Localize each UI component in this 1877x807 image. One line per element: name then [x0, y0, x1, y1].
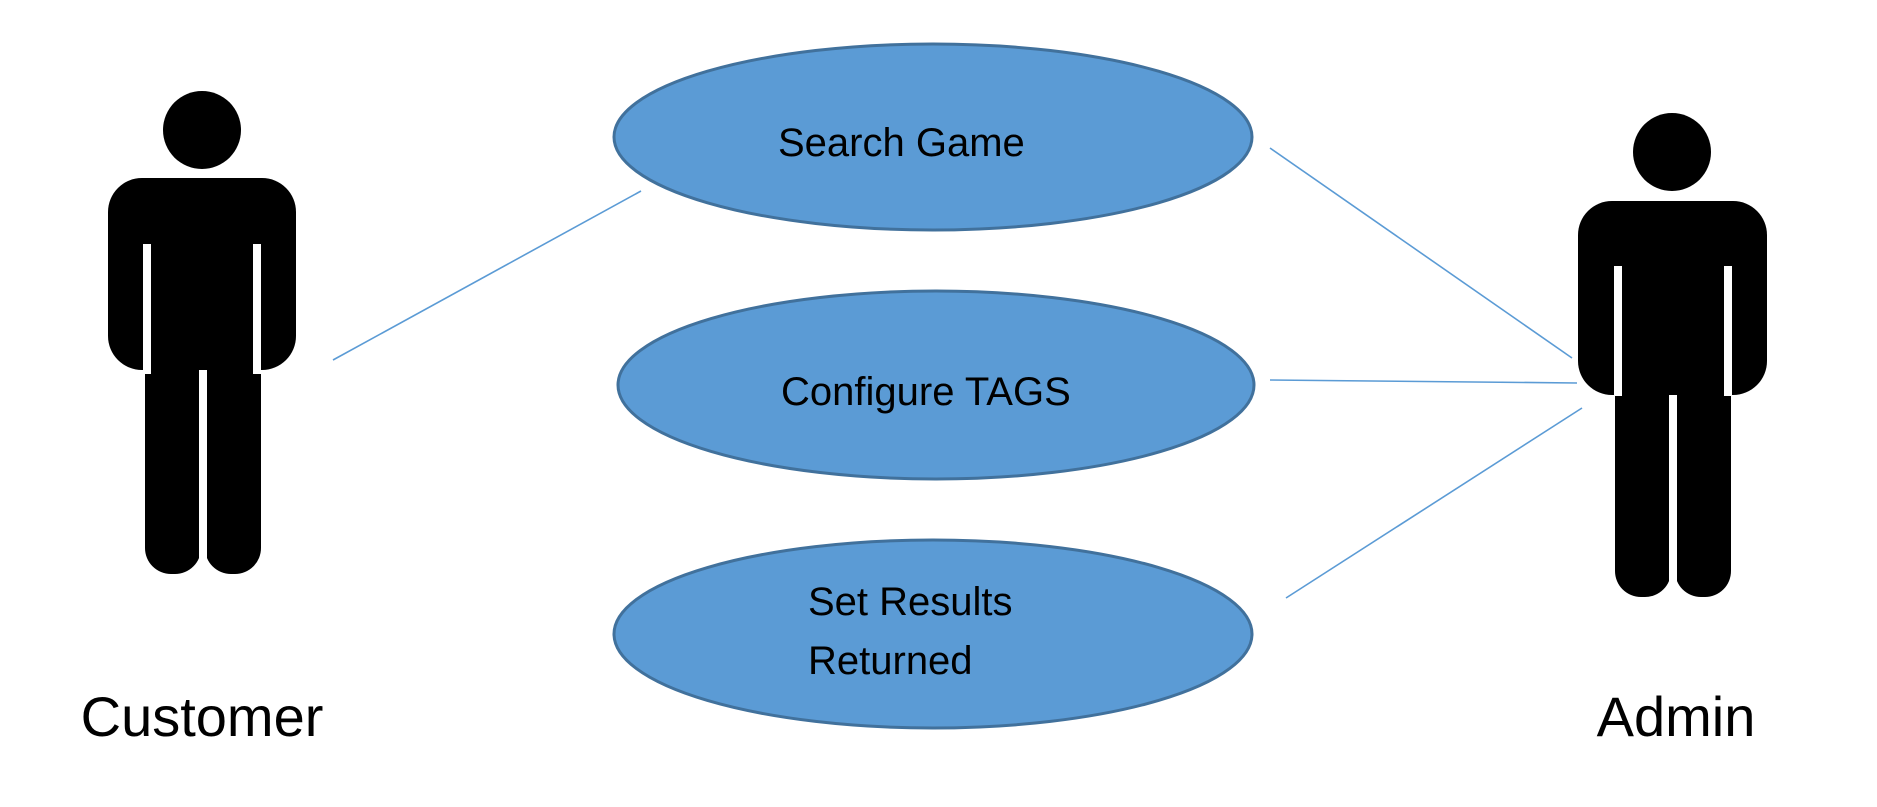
use-case-ellipse: [612, 42, 1254, 232]
actor-name: Admin: [1597, 685, 1756, 748]
association-customer-search-game: [332, 190, 642, 361]
associations: [332, 147, 1583, 599]
actor-admin: Admin: [1578, 113, 1767, 748]
association-admin-set-results: [1285, 407, 1583, 599]
actor-name: Customer: [81, 685, 324, 748]
association-admin-search-game: [1269, 147, 1573, 359]
stick-figure-icon: [108, 91, 296, 574]
stick-figure-icon: [1578, 113, 1767, 597]
association-admin-configure-tags: [1269, 379, 1578, 384]
actor-customer: Customer: [81, 91, 324, 748]
use-case-configure-tags[interactable]: Configure TAGS: [616, 289, 1256, 481]
use-case-label: Search Game: [778, 121, 1025, 165]
use-case-ellipse: [612, 538, 1254, 730]
use-case-set-results-returned[interactable]: Set Results Returned: [612, 538, 1254, 730]
use-case-search-game[interactable]: Search Game: [612, 42, 1254, 232]
use-case-label: Configure TAGS: [781, 370, 1071, 414]
use-case-ellipse: [616, 289, 1256, 481]
use-case-label-line-1: Set Results: [808, 580, 1013, 624]
use-case-label-line-2: Returned: [808, 639, 973, 683]
